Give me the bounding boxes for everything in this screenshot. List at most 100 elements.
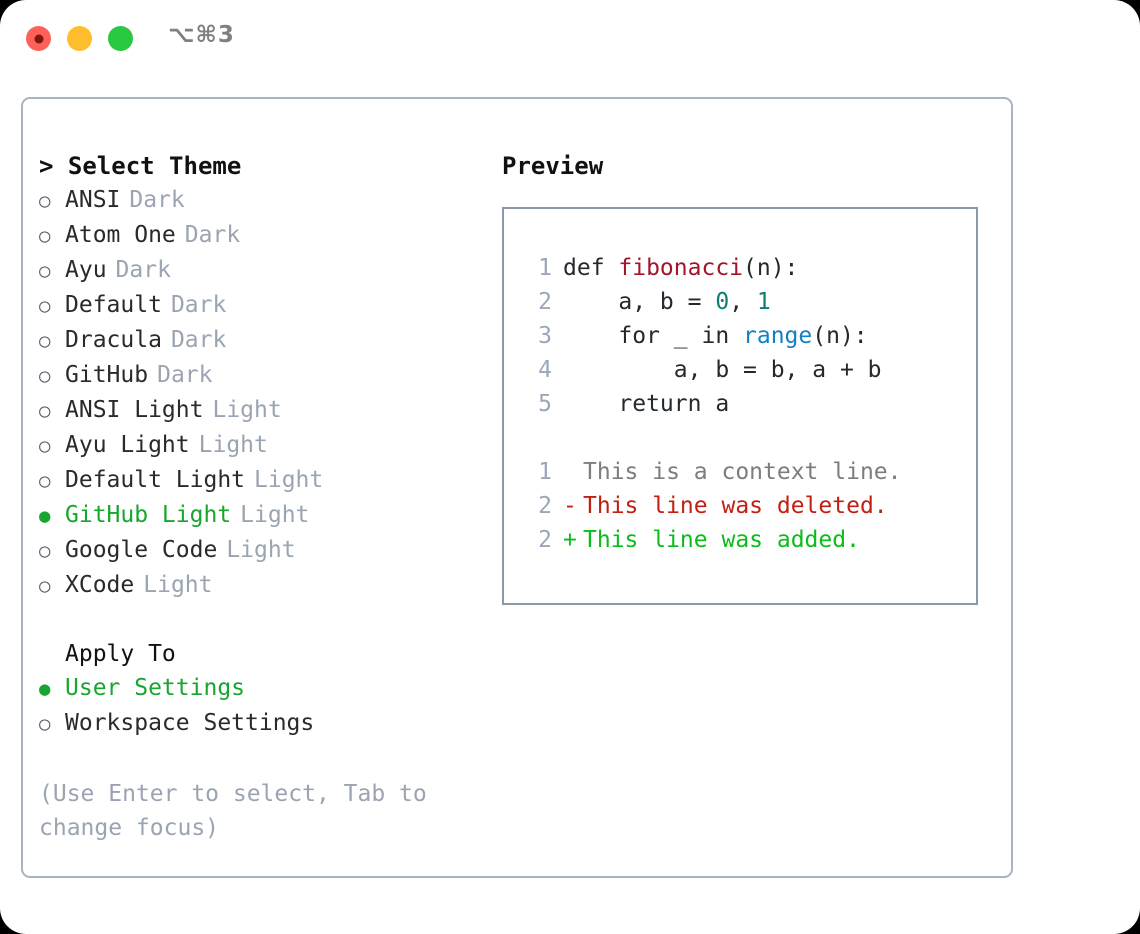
diff-line: 1 This is a context line. <box>522 455 968 489</box>
close-button-icon[interactable] <box>26 26 51 51</box>
radio-unselected-icon[interactable]: ○ <box>39 713 51 735</box>
theme-list-item[interactable]: ○ ANSI Light Light <box>39 393 479 428</box>
code-line-number: 3 <box>538 323 552 349</box>
code-token: 0 <box>715 289 730 315</box>
theme-list-item[interactable]: ○ Dracula Dark <box>39 323 479 358</box>
diff-line-number: 2 <box>538 527 552 553</box>
diff-line-number: 1 <box>538 459 552 485</box>
radio-unselected-icon[interactable]: ○ <box>39 190 51 212</box>
radio-unselected-icon[interactable]: ○ <box>39 540 51 562</box>
apply-to-list[interactable]: ● User Settings ○ Workspace Settings <box>39 671 479 741</box>
theme-variant-tag: Light <box>226 537 296 563</box>
code-token: 1 <box>756 289 771 315</box>
code-token: fibonacci <box>618 255 744 281</box>
code-token: (n): <box>812 323 868 349</box>
radio-unselected-icon[interactable]: ○ <box>39 260 51 282</box>
code-line: 3 for _ in range(n): <box>522 319 968 353</box>
radio-unselected-icon[interactable]: ○ <box>39 575 51 597</box>
code-line-number: 4 <box>538 357 552 383</box>
theme-variant-tag: Dark <box>184 222 241 248</box>
code-token: a, b = b, a + b <box>563 357 882 383</box>
diff-line-number: 2 <box>538 493 552 519</box>
apply-to-item[interactable]: ○ Workspace Settings <box>39 706 479 741</box>
theme-variant-tag: Light <box>212 397 282 423</box>
radio-unselected-icon[interactable]: ○ <box>39 470 51 492</box>
code-token: def <box>563 255 619 281</box>
code-token: (n): <box>743 255 799 281</box>
theme-name-label: ANSI Light <box>65 397 204 423</box>
apply-to-label: Workspace Settings <box>65 710 315 736</box>
code-token: return a <box>563 391 730 417</box>
theme-variant-tag: Dark <box>170 327 227 353</box>
theme-variant-tag: Dark <box>115 257 171 283</box>
theme-variant-tag: Light <box>143 572 213 598</box>
code-line-number: 5 <box>538 391 552 417</box>
diff-line: 2-This line was deleted. <box>522 489 968 523</box>
apply-to-label: User Settings <box>65 675 246 701</box>
traffic-lights <box>26 26 133 51</box>
code-line-text: for _ in range(n): <box>563 319 868 353</box>
theme-variant-tag: Dark <box>129 187 185 213</box>
diff-line-text: This is a context line. <box>583 459 902 485</box>
page-title-text: Select Theme <box>67 152 242 180</box>
code-token: range <box>743 323 813 349</box>
theme-list-item[interactable]: ○ Default Dark <box>39 288 479 323</box>
code-token: , <box>729 289 757 315</box>
theme-variant-tag: Light <box>198 432 268 458</box>
diff-line-text: This line was added. <box>583 527 860 553</box>
radio-unselected-icon[interactable]: ○ <box>39 330 51 352</box>
radio-unselected-icon[interactable]: ○ <box>39 225 51 247</box>
theme-list-item[interactable]: ○ Ayu Dark <box>39 253 479 288</box>
theme-list-item[interactable]: ○ XCode Light <box>39 568 479 603</box>
apply-to-item[interactable]: ● User Settings <box>39 671 479 706</box>
radio-unselected-icon[interactable]: ○ <box>39 295 51 317</box>
radio-selected-icon[interactable]: ● <box>39 678 51 700</box>
theme-name-label: XCode <box>65 572 135 598</box>
help-hint-line-1: (Use Enter to select, Tab to <box>39 781 427 807</box>
theme-name-label: GitHub Light <box>65 502 232 528</box>
diff-line: 2 +This line was added. <box>522 523 968 557</box>
code-token: for _ in <box>563 323 744 349</box>
code-line-text: def fibonacci(n): <box>563 251 798 285</box>
theme-variant-tag: Dark <box>157 362 213 388</box>
radio-unselected-icon[interactable]: ○ <box>39 365 51 387</box>
theme-name-label: Dracula <box>65 327 162 353</box>
radio-unselected-icon[interactable]: ○ <box>39 400 51 422</box>
radio-selected-icon[interactable]: ● <box>39 505 51 527</box>
code-line: 4 a, b = b, a + b <box>522 353 968 387</box>
diff-line-text: This line was deleted. <box>583 493 888 519</box>
title-bar: ⌥⌘3 <box>0 0 1140 76</box>
apply-to-section: Apply To ● User Settings ○ Workspace Settin… <box>39 637 479 741</box>
code-token: a, b = <box>563 289 716 315</box>
theme-name-label: Default <box>65 292 162 318</box>
radio-unselected-icon[interactable]: ○ <box>39 435 51 457</box>
theme-name-label: Ayu <box>65 257 107 283</box>
code-line: 2 a, b = 0, 1 <box>522 285 968 319</box>
theme-variant-tag: Light <box>254 467 324 493</box>
code-line-text: return a <box>563 387 729 421</box>
diff-sample: 1 This is a context line.2-This line was… <box>522 455 968 557</box>
zoom-button-icon[interactable] <box>108 26 133 51</box>
code-line-text: a, b = 0, 1 <box>563 285 771 319</box>
help-hint-line-2: change focus) <box>39 815 220 841</box>
code-line-text: a, b = b, a + b <box>563 353 882 387</box>
theme-list-item[interactable]: ○ GitHub Dark <box>39 358 479 393</box>
theme-name-label: GitHub <box>65 362 149 388</box>
diff-marker: + <box>563 527 577 553</box>
minimize-button-icon[interactable] <box>67 26 92 51</box>
code-line-number: 2 <box>538 289 552 315</box>
apply-to-heading: Apply To <box>65 641 176 667</box>
theme-variant-tag: Dark <box>170 292 227 318</box>
